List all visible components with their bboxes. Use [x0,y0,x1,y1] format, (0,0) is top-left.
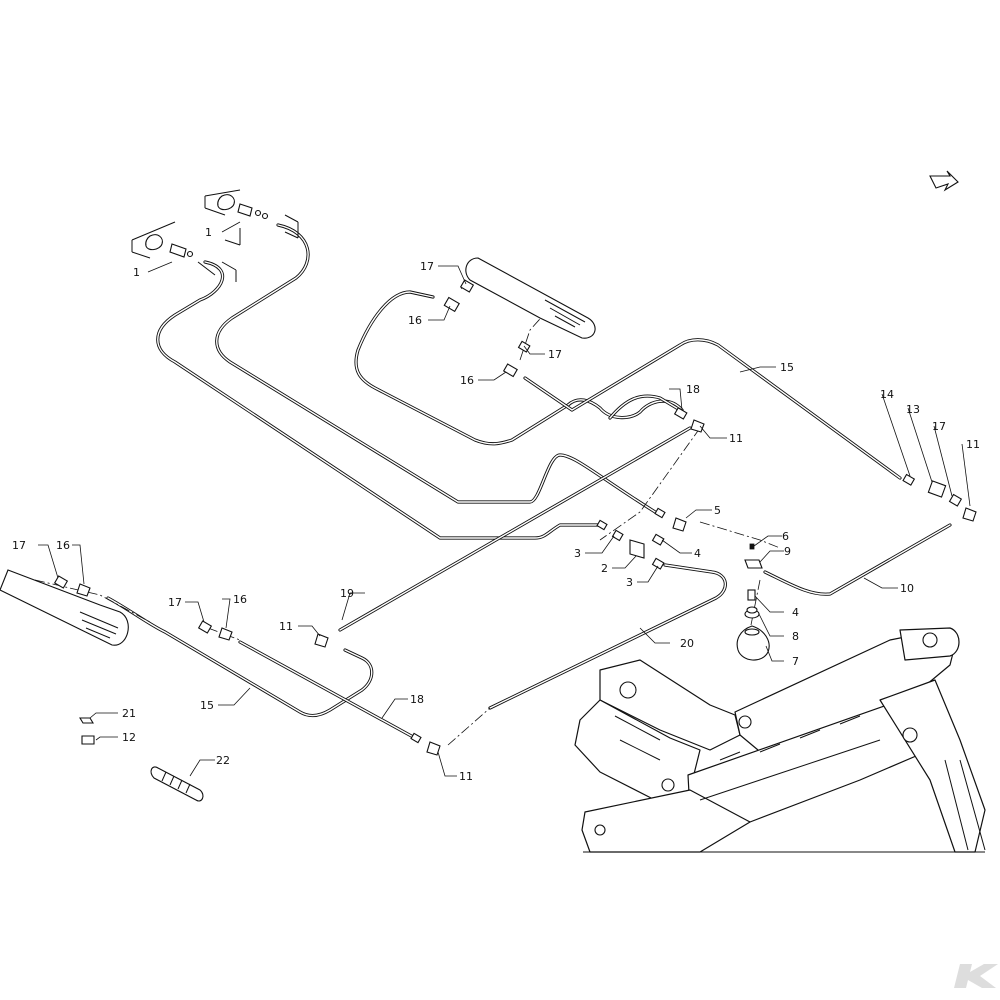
fittings [53,279,977,802]
callout-label: 11 [279,620,293,633]
callout-label: 3 [574,547,581,560]
callout-label: 5 [714,504,721,517]
machine-frame [574,627,986,853]
callout-label: 16 [460,374,474,387]
pipes [106,223,952,740]
coupler-group-lower [131,221,237,282]
callout-label: 9 [784,545,791,558]
callout-label: 11 [459,770,473,783]
coupler-group-upper [204,189,299,246]
callout-label: 22 [216,754,230,767]
leader-lines [38,221,971,777]
callout-label: 17 [932,420,946,433]
brand-logo-icon [954,964,998,988]
callout-label: 12 [122,731,136,744]
cylinder-upper [465,257,596,339]
direction-arrow-icon [929,170,959,192]
pipe-16-loop [354,290,684,446]
pipe-15-lower [106,596,374,718]
callout-label: 17 [548,348,562,361]
callout-label: 17 [12,539,26,552]
callout-label: 18 [686,383,700,396]
callout-label: 6 [782,530,789,543]
callout-label: 21 [122,707,136,720]
part-21 [79,717,94,724]
callout-label: 8 [792,630,799,643]
callout-label: 16 [408,314,422,327]
assembly-lines [34,269,781,746]
callout-label: 1 [205,226,212,239]
callout-label: 14 [880,388,894,401]
callout-label: 11 [966,438,980,451]
callout-label: 10 [900,582,914,595]
callout-label: 19 [340,587,354,600]
callout-label: 18 [410,693,424,706]
callout-label: 15 [200,699,214,712]
callout-label: 7 [792,655,799,668]
callout-label: 17 [420,260,434,273]
callout-label: 16 [56,539,70,552]
accumulator [736,625,770,661]
callout-label: 16 [233,593,247,606]
part-12 [81,735,95,745]
callout-label: 15 [780,361,794,374]
cylinder-lower [0,569,129,646]
callout-label: 20 [680,637,694,650]
callout-labels: 1 1 17 16 17 16 15 18 11 14 13 17 11 5 6… [12,226,980,783]
pipe-15-upper [523,338,902,480]
spiral-guard [150,766,204,802]
callout-label: 2 [601,562,608,575]
callout-label: 13 [906,403,920,416]
callout-label: 11 [729,432,743,445]
callout-label: 3 [626,576,633,589]
pipe-10 [763,523,952,596]
callout-label: 17 [168,596,182,609]
callout-label: 4 [694,547,701,560]
callout-label: 4 [792,606,799,619]
callout-label: 1 [133,266,140,279]
